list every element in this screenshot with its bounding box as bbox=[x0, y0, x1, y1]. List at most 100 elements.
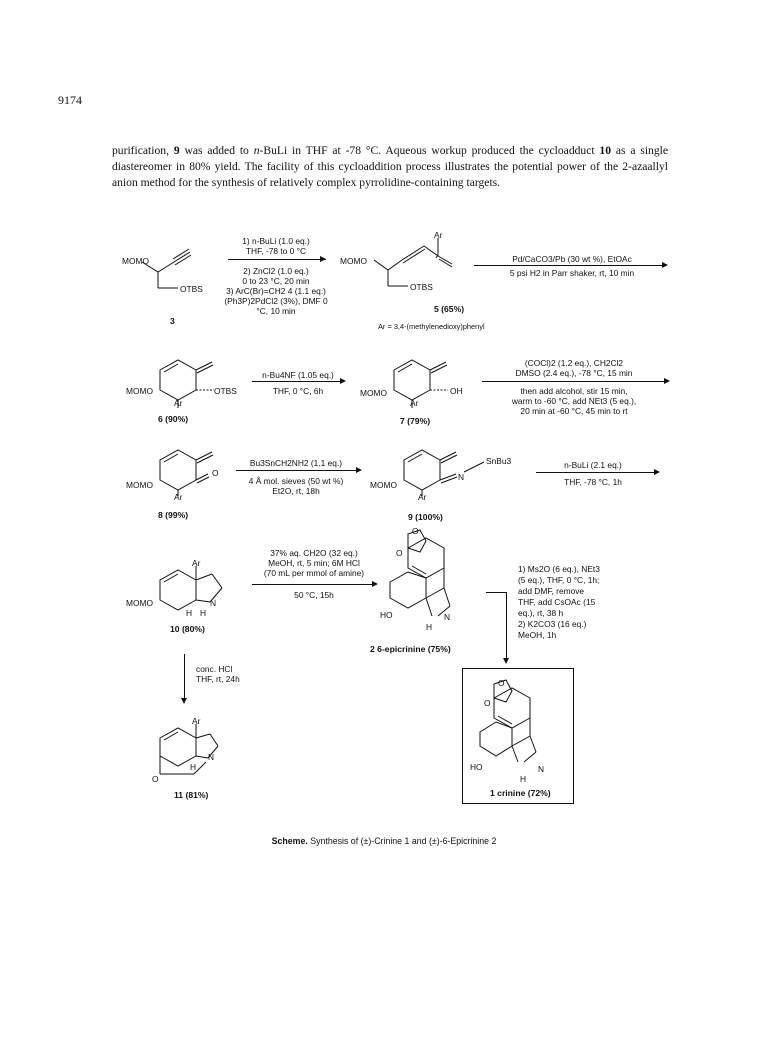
ar-group-9: Ar bbox=[418, 492, 427, 502]
condition-line: 2) K2CO3 (16 eq.) bbox=[518, 619, 587, 629]
arrowhead bbox=[664, 378, 670, 384]
conditions-swern-top: (COCl)2 (1.2 eq.), CH2Cl2 DMSO (2.4 eq.)… bbox=[480, 358, 668, 378]
conditions-step3-bottom: 4 Å mol. sieves (50 wt %) Et2O, rt, 18h bbox=[230, 476, 362, 496]
compound-label-10: 10 (80%) bbox=[170, 624, 205, 634]
branch-connector bbox=[486, 592, 506, 593]
momo-group-7: MOMO bbox=[360, 388, 387, 398]
condition-line: 3) ArC(Br)=CH2 4 (1.1 eq.) bbox=[226, 286, 326, 296]
conditions-step1-bottom: 2) ZnCl2 (1.0 eq.) 0 to 23 °C, 20 min 3)… bbox=[216, 266, 336, 316]
body-paragraph: purification, 9 was added to n-BuLi in T… bbox=[112, 143, 668, 191]
condition-line: 5 psi H2 in Parr shaker, rt, 10 min bbox=[509, 268, 635, 278]
compound-label-2: 2 6-epicrinine (75%) bbox=[370, 644, 451, 654]
condition-line: eq.), rt, 38 h bbox=[518, 608, 564, 618]
h-atom-11: H bbox=[190, 762, 197, 772]
dioxole-o2: O bbox=[396, 548, 403, 558]
condition-line: 1) n-BuLi (1.0 eq.) bbox=[242, 236, 310, 246]
structure-11 bbox=[159, 724, 219, 775]
caption-text: Synthesis of (±)-Crinine 1 and (±)-6-Epi… bbox=[307, 836, 497, 846]
structure-5 bbox=[373, 238, 453, 287]
condition-line: THF, -78 to 0 °C bbox=[245, 246, 307, 256]
condition-line: 2) ZnCl2 (1.0 eq.) bbox=[243, 266, 309, 276]
condition-line: Pd/CaCO3/Pb (30 wt %), EtOAc bbox=[512, 254, 632, 264]
momo-group-5: MOMO bbox=[340, 256, 367, 266]
h-atom-10b: H bbox=[200, 608, 207, 618]
condition-line: n-Bu4NF (1.05 eq.) bbox=[262, 370, 334, 380]
para-text-2: was added to bbox=[179, 144, 254, 157]
condition-line: MeOH, 1h bbox=[518, 630, 557, 640]
dioxole-o2-crinine: O bbox=[484, 698, 491, 708]
arrowhead bbox=[503, 658, 509, 664]
condition-line: THF, -78 °C, 1h bbox=[564, 477, 622, 487]
otbs-group-6: OTBS bbox=[214, 386, 237, 396]
para-text-4: as a single diastereomer in 80% yield. T… bbox=[112, 144, 669, 189]
reaction-arrow-7 bbox=[252, 584, 376, 585]
reaction-arrow-6 bbox=[536, 472, 658, 473]
n-atom-11: N bbox=[208, 752, 215, 762]
condition-line: THF, add CsOAc (15 bbox=[518, 597, 596, 607]
otbs-group-3: OTBS bbox=[180, 284, 203, 294]
condition-line: THF, rt, 24h bbox=[196, 674, 240, 684]
reaction-arrow-2 bbox=[474, 265, 666, 266]
condition-line: THF, 0 °C, 6h bbox=[272, 386, 324, 396]
conditions-step4-bottom: 50 °C, 15h bbox=[246, 590, 382, 600]
condition-line: 1) Ms2O (6 eq.), NEt3 bbox=[518, 564, 600, 574]
arrowhead bbox=[662, 262, 668, 268]
ar-definition: Ar = 3,4-(methylenedioxy)phenyl bbox=[378, 322, 485, 331]
conditions-step1-top: 1) n-BuLi (1.0 eq.) THF, -78 to 0 °C bbox=[226, 236, 326, 256]
arrowhead bbox=[181, 698, 187, 704]
ar-group-8: Ar bbox=[174, 492, 183, 502]
para-text-3: -BuLi in THF at -78 °C. Aqueous workup p… bbox=[259, 144, 600, 157]
condition-line: DMSO (2.4 eq.), -78 °C, 15 min bbox=[515, 368, 633, 378]
condition-line: (COCl)2 (1.2 eq.), CH2Cl2 bbox=[524, 358, 624, 368]
momo-group-10: MOMO bbox=[126, 598, 153, 608]
conditions-step4-top: 37% aq. CH2O (32 eq.) MeOH, rt, 5 min; 6… bbox=[246, 548, 382, 578]
n-atom-10: N bbox=[210, 598, 217, 608]
condition-line: Et2O, rt, 18h bbox=[272, 486, 320, 496]
condition-line: MeOH, rt, 5 min; 6M HCl bbox=[268, 558, 360, 568]
compound-ref-10: 10 bbox=[599, 144, 612, 157]
condition-line: conc. HCl bbox=[196, 664, 233, 674]
compound-label-11: 11 (81%) bbox=[174, 790, 209, 800]
ar-group-5: Ar bbox=[434, 230, 443, 240]
branch-line bbox=[506, 592, 507, 656]
condition-line: 37% aq. CH2O (32 eq.) bbox=[270, 548, 358, 558]
momo-group-6: MOMO bbox=[126, 386, 153, 396]
compound-label-5: 5 (65%) bbox=[434, 304, 465, 314]
condition-line: (5 eq.), THF, 0 °C, 1h; bbox=[518, 575, 600, 585]
structure-6 bbox=[159, 359, 214, 408]
conditions-step2-bottom: THF, 0 °C, 6h bbox=[250, 386, 346, 396]
arrowhead bbox=[320, 256, 326, 262]
para-text-1: purification, bbox=[112, 144, 174, 157]
compound-label-3: 3 bbox=[170, 316, 175, 326]
structure-10 bbox=[159, 566, 223, 611]
momo-group-8: MOMO bbox=[126, 480, 153, 490]
structure-2-epicrinine bbox=[389, 529, 451, 617]
reaction-arrow-4 bbox=[482, 381, 668, 382]
arrowhead bbox=[654, 469, 660, 475]
condition-line: 0 to 23 °C, 20 min bbox=[242, 276, 310, 286]
conditions-step2-top: n-Bu4NF (1.05 eq.) bbox=[250, 370, 346, 380]
structure-8 bbox=[159, 449, 214, 496]
structure-9 bbox=[403, 449, 485, 496]
para-italic-n: n bbox=[253, 144, 260, 157]
compound-label-1: 1 crinine (72%) bbox=[490, 788, 551, 798]
condition-line: 20 min at -60 °C, 45 min to rt bbox=[520, 406, 628, 416]
reaction-arrow-5 bbox=[236, 470, 360, 471]
ar-group-11: Ar bbox=[192, 716, 201, 726]
condition-line: warm to -60 °C, add NEt3 (5 eq.), bbox=[511, 396, 637, 406]
o-group-8: O bbox=[212, 468, 219, 478]
dioxole-o1: O bbox=[412, 526, 419, 536]
compound-label-7: 7 (79%) bbox=[400, 416, 431, 426]
reaction-arrow-3 bbox=[252, 381, 344, 382]
ar-group-6: Ar bbox=[174, 398, 183, 408]
condition-line: then add alcohol, stir 15 min, bbox=[520, 386, 628, 396]
structure-3 bbox=[141, 248, 192, 289]
arrowhead bbox=[372, 581, 378, 587]
conditions-cycloaddition-top: n-BuLi (2.1 eq.) bbox=[528, 460, 658, 470]
o-atom-11: O bbox=[152, 774, 159, 784]
ho-group-2: HO bbox=[380, 610, 393, 620]
conditions-cycloaddition-bottom: THF, -78 °C, 1h bbox=[528, 477, 658, 487]
compound-label-9: 9 (100%) bbox=[408, 512, 443, 522]
oh-group-7: OH bbox=[450, 386, 463, 396]
condition-line: add DMF, remove bbox=[518, 586, 585, 596]
